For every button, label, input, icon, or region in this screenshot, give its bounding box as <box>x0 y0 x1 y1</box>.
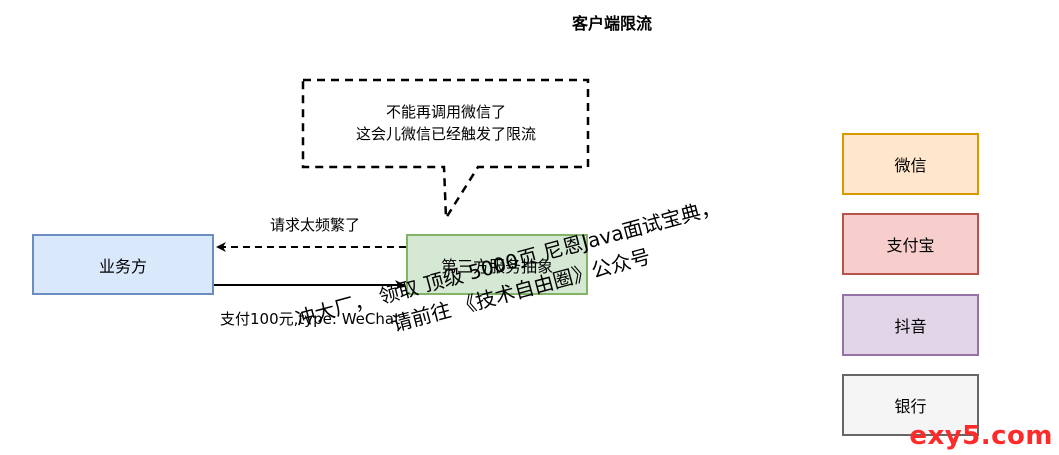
site-logo: exy5.com <box>909 421 1053 451</box>
diagram-title: 客户端限流 <box>571 14 652 33</box>
request-label: 支付100元,type: WeChat <box>220 310 400 328</box>
node-business[interactable]: 业务方 <box>32 234 214 295</box>
node-douyin[interactable]: 抖音 <box>842 294 979 356</box>
node-douyin-label: 抖音 <box>894 317 927 336</box>
node-alipay[interactable]: 支付宝 <box>842 213 979 275</box>
node-bank-label: 银行 <box>894 397 927 416</box>
callout-line-2: 这会儿微信已经触发了限流 <box>355 125 536 143</box>
callout-bubble <box>301 78 590 223</box>
node-abstraction[interactable]: 第三方服务抽象 <box>406 234 588 295</box>
callout-text: 不能再调用微信了 这会儿微信已经触发了限流 <box>306 101 586 145</box>
node-wechat-label: 微信 <box>894 156 927 175</box>
reject-label: 请求太频繁了 <box>270 216 361 234</box>
node-alipay-label: 支付宝 <box>886 236 935 255</box>
callout-line-1: 不能再调用微信了 <box>385 103 506 121</box>
node-abstraction-label: 第三方服务抽象 <box>440 256 553 276</box>
node-business-label: 业务方 <box>98 256 147 276</box>
node-wechat[interactable]: 微信 <box>842 133 979 195</box>
node-bank[interactable]: 银行 <box>842 374 979 436</box>
